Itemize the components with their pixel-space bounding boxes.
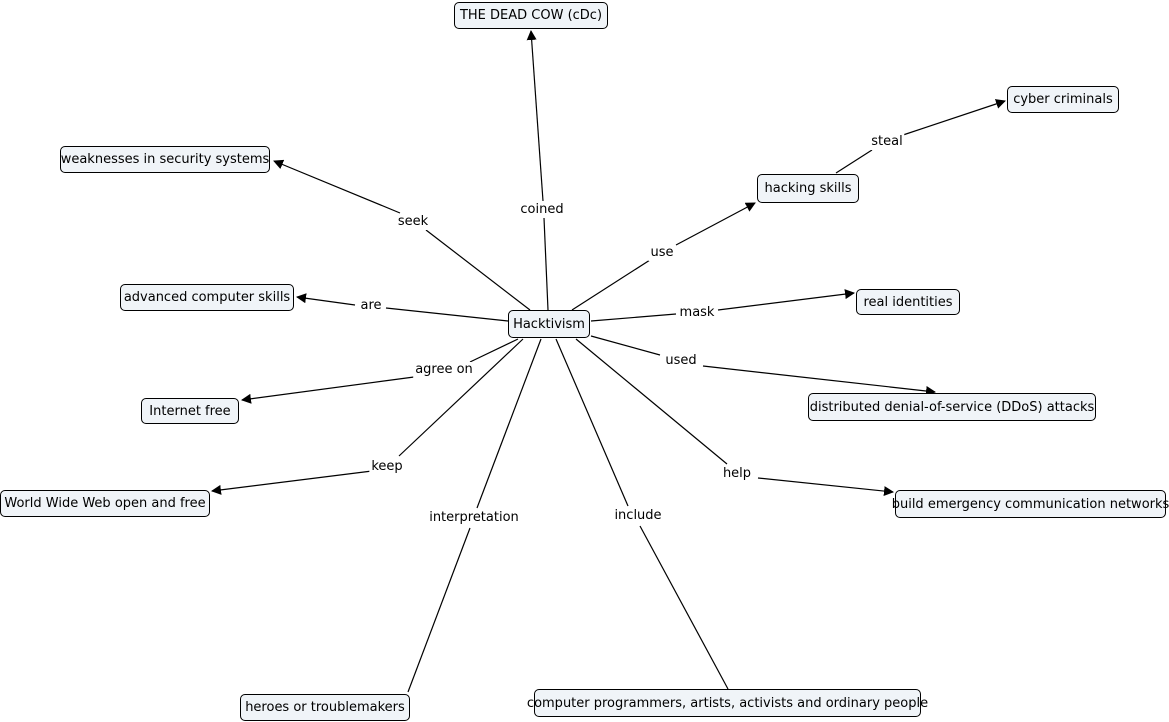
link-label-are: are: [358, 298, 384, 314]
line-use-hacking: [675, 202, 756, 246]
line-hacktivism-used: [590, 335, 661, 356]
line-coined-deadcow: [526, 30, 544, 202]
concept-hacking-skills[interactable]: hacking skills: [757, 174, 859, 203]
concept-dead-cow[interactable]: THE DEAD COW (cDc): [454, 2, 608, 29]
line-hacktivism-use: [571, 259, 651, 311]
concept-people[interactable]: computer programmers, artists, activists…: [527, 689, 928, 717]
link-label-steal: steal: [869, 134, 905, 150]
concept-hacktivism[interactable]: Hacktivism: [508, 310, 590, 338]
concept-real-identities[interactable]: real identities: [856, 289, 960, 315]
line-hacktivism-keep: [398, 338, 524, 457]
link-label-coined: coined: [518, 202, 566, 218]
line-are-advanced: [296, 293, 356, 306]
link-label-help: help: [720, 466, 754, 482]
concept-internet-free[interactable]: Internet free: [141, 398, 239, 424]
link-label-agree-on: agree on: [413, 362, 475, 378]
line-interpretation-heroes: [407, 527, 471, 693]
line-used-ddos: [702, 365, 936, 396]
line-hacking-steal: [835, 149, 873, 174]
line-seek-weaknesses: [273, 159, 401, 214]
line-keep-www: [211, 470, 373, 495]
line-hacktivism-coined: [543, 217, 549, 311]
line-include-people: [639, 525, 729, 690]
concept-ddos[interactable]: distributed denial-of-service (DDoS) att…: [808, 393, 1096, 421]
concept-emergency-networks[interactable]: build emergency communication networks: [892, 490, 1169, 518]
line-hacktivism-are: [385, 307, 509, 322]
concept-advanced-skills[interactable]: advanced computer skills: [120, 284, 294, 311]
concept-weaknesses[interactable]: weaknesses in security systems: [60, 146, 270, 173]
link-label-mask: mask: [677, 305, 717, 321]
line-hacktivism-include: [555, 338, 629, 507]
line-steal-criminals: [902, 99, 1006, 136]
line-agreeon-internet: [241, 376, 415, 404]
line-hacktivism-seek: [425, 229, 531, 311]
concept-www[interactable]: World Wide Web open and free: [0, 490, 210, 517]
link-label-keep: keep: [369, 459, 405, 475]
link-label-interpretation: interpretation: [427, 510, 521, 526]
line-hacktivism-mask: [590, 313, 677, 322]
link-label-used: used: [663, 353, 699, 369]
line-mask-identities: [717, 289, 855, 311]
concept-cyber-criminals[interactable]: cyber criminals: [1007, 86, 1119, 113]
line-hacktivism-interpretation: [476, 338, 542, 509]
concept-heroes[interactable]: heroes or troublemakers: [240, 694, 410, 721]
line-hacktivism-help: [575, 338, 728, 465]
line-help-emergency: [757, 477, 894, 497]
link-label-seek: seek: [395, 214, 431, 230]
line-hacktivism-agreeon: [469, 338, 519, 363]
link-label-use: use: [648, 245, 676, 261]
link-label-include: include: [612, 508, 664, 524]
